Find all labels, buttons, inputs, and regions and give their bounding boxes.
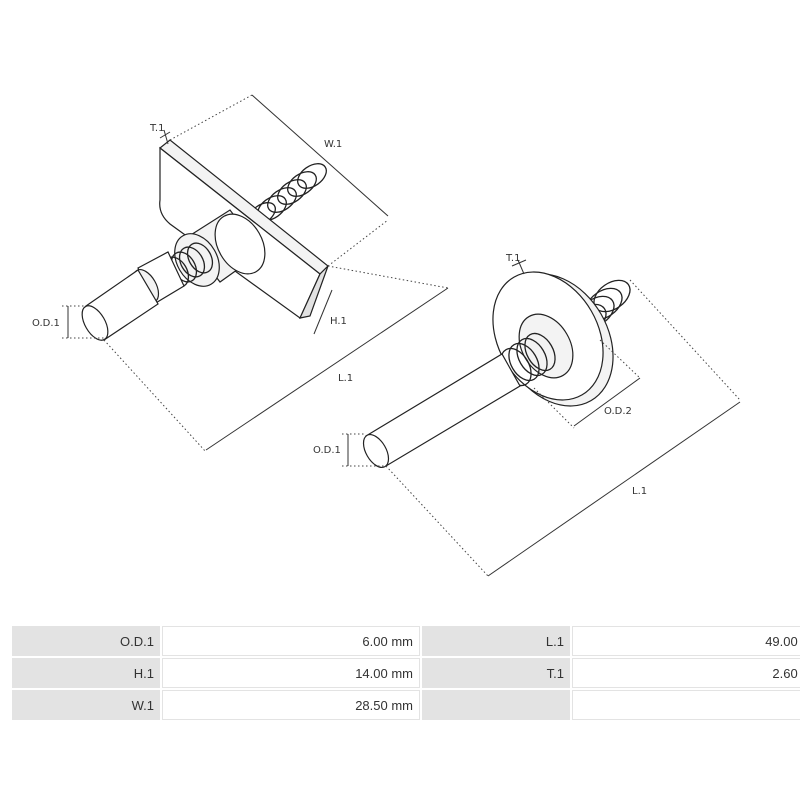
left-od1-label: O.D.1 bbox=[32, 318, 60, 329]
spec-value: 14.00 mm bbox=[162, 658, 420, 688]
spec-value: 6.00 mm bbox=[162, 626, 420, 656]
right-part: T.1 O.D.2 O.D.1 L.1 bbox=[313, 253, 741, 577]
left-t1-label: T.1 bbox=[149, 123, 164, 134]
left-w1-label: W.1 bbox=[324, 139, 342, 150]
right-od2-label: O.D.2 bbox=[604, 406, 632, 417]
left-boss bbox=[174, 209, 266, 287]
spec-row: W.1 28.50 mm bbox=[12, 690, 800, 720]
right-t1-label: T.1 bbox=[505, 253, 520, 264]
left-h1-label: H.1 bbox=[330, 316, 347, 327]
spec-label: W.1 bbox=[12, 690, 160, 720]
right-washer bbox=[492, 271, 614, 407]
spec-label: T.1 bbox=[422, 658, 570, 688]
right-l1-label: L.1 bbox=[632, 486, 647, 497]
spec-label: H.1 bbox=[12, 658, 160, 688]
spec-value: 28.50 mm bbox=[162, 690, 420, 720]
right-pin-spring bbox=[500, 332, 556, 387]
spec-label-empty bbox=[422, 690, 570, 720]
spec-value: 2.60 mm bbox=[572, 658, 800, 688]
left-l1-label: L.1 bbox=[338, 373, 353, 384]
left-dimensions: T.1 W.1 H.1 O.D.1 L.1 bbox=[32, 94, 449, 453]
spec-value: 49.00 mm bbox=[572, 626, 800, 656]
spec-table: O.D.1 6.00 mm L.1 49.00 mm H.1 14.00 mm … bbox=[10, 624, 800, 722]
right-dimensions: T.1 O.D.2 O.D.1 L.1 bbox=[313, 253, 741, 577]
spec-row: H.1 14.00 mm T.1 2.60 mm bbox=[12, 658, 800, 688]
right-od1-label: O.D.1 bbox=[313, 445, 341, 456]
spec-label: L.1 bbox=[422, 626, 570, 656]
spec-value-empty bbox=[572, 690, 800, 720]
right-pin bbox=[362, 353, 521, 468]
left-part: T.1 W.1 H.1 O.D.1 L.1 bbox=[32, 94, 449, 453]
technical-drawing: T.1 W.1 H.1 O.D.1 L.1 bbox=[32, 94, 741, 577]
spec-row: O.D.1 6.00 mm L.1 49.00 mm bbox=[12, 626, 800, 656]
left-pin bbox=[81, 269, 159, 341]
spec-label: O.D.1 bbox=[12, 626, 160, 656]
